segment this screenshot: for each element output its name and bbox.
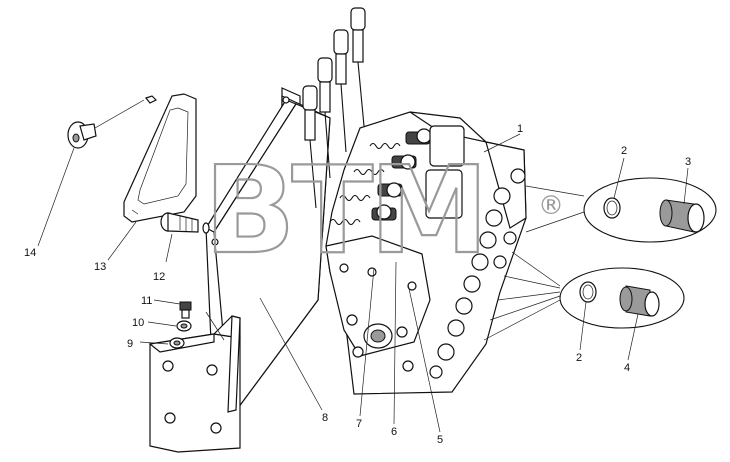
callout-numbers: 1 2 3 2 4 5 6 7 8 9 10 11 12 13 14 — [24, 123, 691, 446]
rivet-14 — [67, 95, 158, 149]
gasket-plate — [123, 93, 197, 223]
leader-lines — [37, 133, 689, 433]
callout-1: 1 — [517, 123, 523, 135]
callout-11: 11 — [141, 295, 152, 307]
callout-7: 7 — [356, 418, 362, 430]
watermark-text: BTM — [204, 142, 485, 281]
callout-2-lower: 2 — [576, 352, 582, 364]
callout-4: 4 — [624, 362, 630, 374]
callout-9: 9 — [127, 338, 133, 350]
callout-3: 3 — [685, 156, 691, 168]
valve-body — [325, 111, 527, 395]
callout-6: 6 — [391, 426, 397, 438]
control-levers — [302, 7, 366, 209]
bolt-12 — [160, 212, 210, 234]
washer-9 — [169, 337, 185, 349]
washer-10 — [176, 320, 192, 332]
detail-callout-upper — [525, 177, 717, 243]
bracket-plate — [148, 311, 241, 453]
callout-8: 8 — [322, 412, 328, 424]
bolt-11 — [179, 301, 192, 319]
callout-5: 5 — [437, 434, 443, 446]
callout-12: 12 — [153, 271, 165, 283]
callout-14: 14 — [24, 247, 36, 259]
callout-13: 13 — [94, 261, 106, 273]
detail-callout-lower — [483, 251, 685, 341]
spool-fittings — [329, 125, 465, 226]
watermark-logo: BTM ® — [203, 141, 564, 282]
callout-10: 10 — [132, 317, 144, 329]
registered-mark: ® — [538, 191, 564, 221]
callout-2-upper: 2 — [621, 145, 627, 157]
